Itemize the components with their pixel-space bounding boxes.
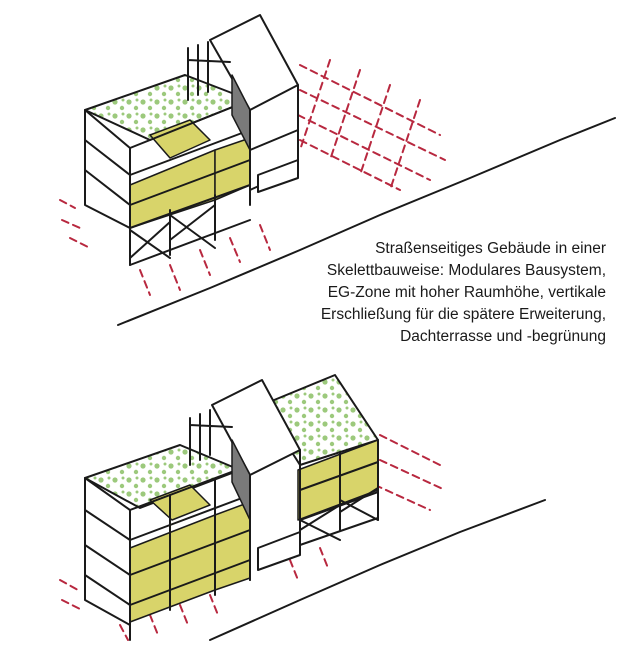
caption-line: Dachterrasse und -begrünung (400, 328, 606, 345)
caption-line: Straßenseitiges Gebäude in einer (375, 240, 606, 257)
caption-line: Skelettbauweise: Modulares Bausystem, (326, 262, 606, 279)
infill-panel (129, 514, 216, 623)
street-edge (209, 499, 546, 641)
sketch-extended-building (59, 374, 546, 641)
caption-line: EG-Zone mit hoher Raumhöhe, vertikale (327, 284, 606, 301)
ground-grid-red (59, 59, 446, 296)
caption-line: Erschließung für die spätere Erweiterung… (320, 306, 606, 323)
street-edge (117, 117, 616, 326)
description-caption: Straßenseitiges Gebäude in einer Skelett… (300, 238, 606, 348)
roof-terrace (149, 484, 211, 521)
roof-terrace (149, 119, 211, 159)
sketch-initial-building (59, 14, 616, 326)
skeleton-frame (84, 99, 251, 266)
circulation-core (187, 14, 299, 201)
ground-grid-red (59, 434, 446, 641)
circulation-core (189, 379, 301, 581)
skeleton-frame-extension (299, 439, 379, 546)
infill-panel (214, 501, 251, 591)
